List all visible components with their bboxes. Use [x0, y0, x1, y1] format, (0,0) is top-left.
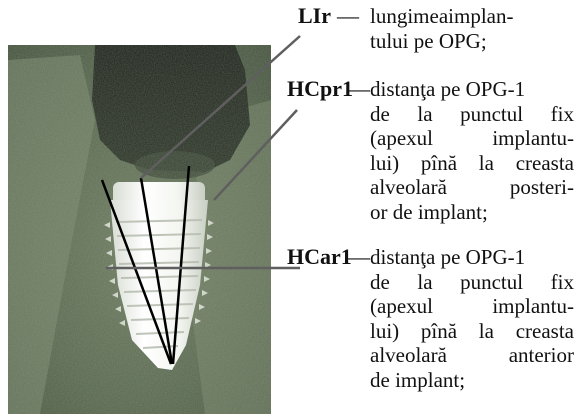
legend-hcar1-line-2: de la punctul fix [370, 270, 574, 295]
legend-lir-line-2: tului pe OPG; [370, 29, 574, 54]
legend-dash-hcar1: — [348, 245, 370, 269]
legend-term-hcar1: HCar1 [287, 245, 352, 269]
legend-definition-hcpr1: distanţa pe OPG-1 de la punctul fix (ape… [370, 77, 574, 224]
legend-term-hcpr1: HCpr1 [287, 77, 353, 101]
legend-definition-hcar1: distanţa pe OPG-1 de la punctul fix (ape… [370, 245, 574, 392]
legend-hcpr1-line-6: or de implant; [370, 200, 574, 225]
legend-lir-line-1: lungimeaimplan- [370, 4, 574, 29]
legend-hcar1-line-3: (apexul implantu- [370, 294, 574, 319]
legend-term-lir: LIr [298, 4, 331, 28]
legend-definition-lir: lungimeaimplan- tului pe OPG; [370, 4, 574, 53]
legend-hcpr1-line-3: (apexul implantu- [370, 126, 574, 151]
legend-hcar1-line-4: lui) pînă la creasta [370, 319, 574, 344]
legend-hcar1-line-1: distanţa pe OPG-1 [370, 245, 574, 270]
legend-hcpr1-line-4: lui) pînă la creasta [370, 151, 574, 176]
legend-dash-hcpr1: — [348, 77, 370, 101]
legend-dash-lir: — [337, 4, 359, 28]
legend-hcpr1-line-2: de la punctul fix [370, 102, 574, 127]
legend-hcpr1-line-5: alveolară posteri- [370, 175, 574, 200]
legend-hcar1-line-6: de implant; [370, 368, 574, 393]
legend-hcpr1-line-1: distanţa pe OPG-1 [370, 77, 574, 102]
legend-hcar1-line-5: alveolară anterior [370, 343, 574, 368]
